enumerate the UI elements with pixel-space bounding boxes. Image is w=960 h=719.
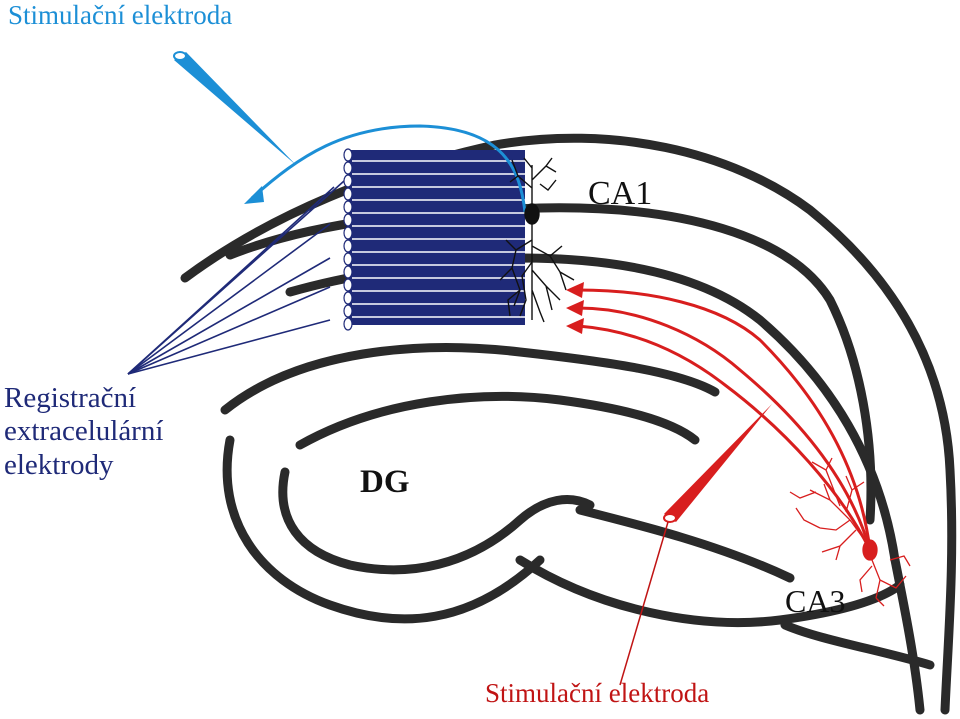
fissure-upper [220,343,720,415]
ca1-neuron [499,157,575,323]
bottom-contour [515,555,905,627]
stimulation-electrode-label-top: Stimulační elektroda [8,0,233,30]
recording-electrodes-label: Registrační extracelulární elektrody [4,382,163,482]
ca3-neuron [789,457,911,607]
red-path-1 [577,288,872,551]
blue-electrode-needle [174,52,296,165]
recording-electrode-array [127,148,525,375]
recording-electrode-shafts [348,150,525,325]
ca3-schaffer-pathway [566,282,911,686]
blue-stimulus-path [250,124,527,213]
lower-lip [780,620,935,670]
dentate-inner [278,467,595,575]
ca1-label: CA1 [588,175,653,212]
blue-electrode-tip [173,51,187,61]
ca1-soma [524,203,540,225]
red-electrode-lead [619,521,669,686]
red-arrowheads [566,282,584,334]
dentate-outer [222,435,545,624]
red-path-2 [577,306,872,551]
recording-label-line-2: extracelulární [4,415,164,448]
ca3-label: CA3 [785,583,846,619]
red-electrode-tip [663,513,677,523]
blue-arrowhead [244,186,264,204]
recording-label-line-1: Registrační [4,382,137,414]
stimulation-electrode-label-bottom: Stimulační elektroda [485,678,710,708]
recording-electrode-separators [352,160,525,318]
hippocampus-outline [180,133,957,715]
dentate-hook [575,505,795,583]
red-path-3 [577,324,872,551]
recording-label-line-3: elektrody [4,448,114,481]
outer-boundary [180,133,957,715]
dg-label: DG [360,464,410,500]
recording-leads [127,180,345,375]
recording-electrode-tips [343,148,353,331]
red-electrode-needle [664,404,772,522]
fissure-lower [295,391,700,450]
ca3-soma [862,539,878,561]
stimulation-electrode-blue [173,51,527,213]
